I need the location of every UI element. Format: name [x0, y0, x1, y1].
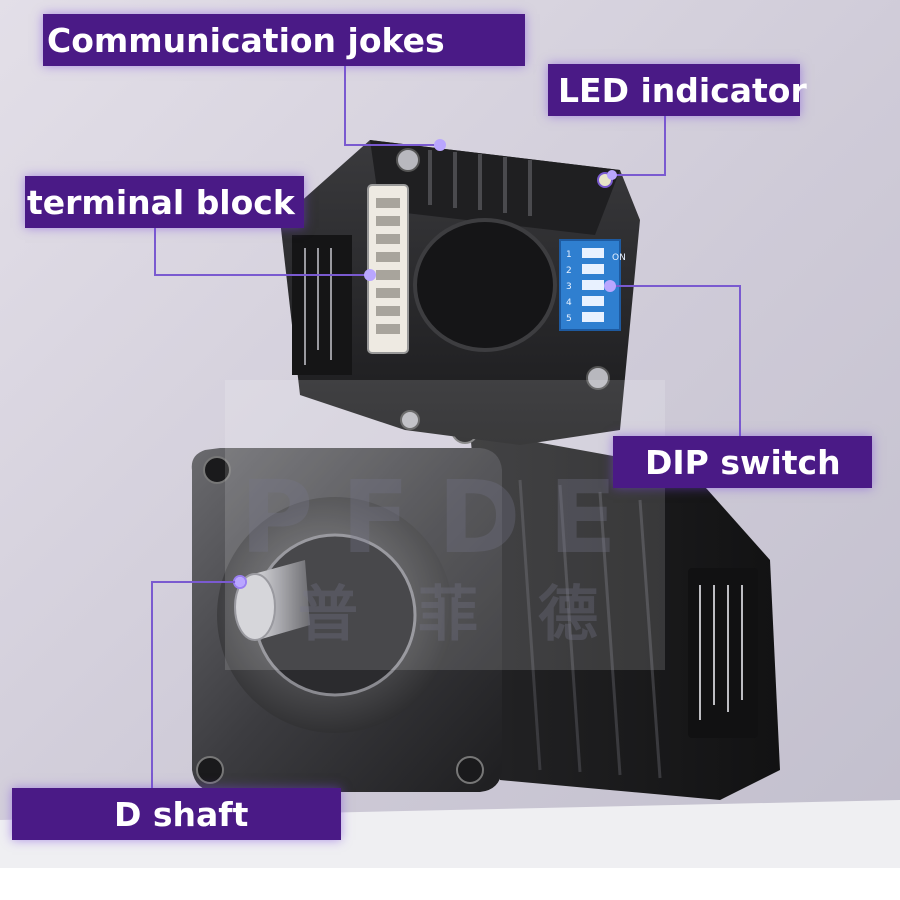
callout-shaft-text: D shaft [114, 794, 249, 834]
watermark-char-1: 普 [298, 580, 358, 650]
watermark-latin: PFDE [240, 459, 645, 576]
callout-communication-text: Communication jokes [47, 20, 445, 60]
callout-dip-text: DIP switch [645, 442, 841, 482]
dip-number-1: 1 [566, 250, 572, 260]
watermark-char-2: 菲 [418, 580, 478, 650]
d-shaft [233, 560, 310, 641]
dip-on-label: ON [612, 253, 626, 263]
dip-number-5: 5 [566, 314, 572, 324]
dip-number-2: 2 [566, 266, 572, 276]
product-photo: ON 1 2 3 4 5 PFDE 普 菲 德 [0, 0, 900, 868]
dip-number-3: 3 [566, 282, 572, 292]
motor-body-ridges [518, 479, 662, 779]
leader-lines [151, 66, 741, 788]
motor-illustration: ON 1 2 3 4 5 PFDE 普 菲 德 [0, 66, 900, 868]
terminal-block-connector [367, 184, 409, 354]
callout-led-text: LED indicator [558, 70, 807, 110]
callout-terminal-text: terminal block [27, 182, 295, 222]
dip-number-4: 4 [566, 298, 572, 308]
callout-led-indicator: LED indicator [548, 64, 807, 116]
side-label-text-lines [699, 585, 743, 720]
leader-dots [235, 139, 617, 587]
callout-communication-jokes: Communication jokes [43, 14, 525, 66]
side-label-plate [688, 568, 758, 738]
callout-terminal-block: terminal block [25, 176, 304, 228]
callout-d-shaft: D shaft [12, 788, 341, 840]
watermark-char-3: 德 [538, 580, 598, 650]
watermark: PFDE 普 菲 德 [225, 380, 665, 670]
callout-dip-switch: DIP switch [613, 436, 872, 488]
